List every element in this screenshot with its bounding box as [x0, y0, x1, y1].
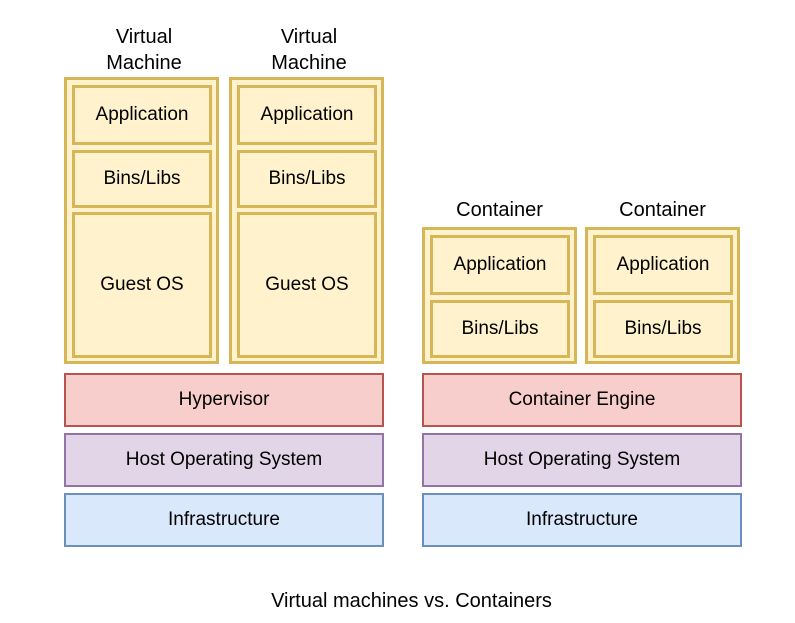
container-left-bins-libs: Bins/Libs: [430, 300, 570, 358]
vm-right-title: Virtual Machine: [229, 24, 389, 76]
vm-right-bins-libs: Bins/Libs: [237, 150, 377, 208]
vm-left-bins-libs: Bins/Libs: [72, 150, 212, 208]
vm-left-guest-os: Guest OS: [72, 212, 212, 358]
vm-left-title-line2: Machine: [106, 52, 182, 74]
vm-infrastructure: Infrastructure: [64, 493, 384, 547]
vm-left-application: Application: [72, 85, 212, 145]
vm-left-title-line1: Virtual: [115, 26, 173, 48]
container-infrastructure: Infrastructure: [422, 493, 742, 547]
vm-left-title: Virtual Machine: [64, 24, 224, 76]
container-left-title: Container: [456, 199, 543, 221]
container-right-title: Container: [619, 199, 706, 221]
container-engine: Container Engine: [422, 373, 742, 427]
hypervisor: Hypervisor: [64, 373, 384, 427]
container-right-application: Application: [593, 235, 733, 295]
vm-right-title-line2: Machine: [271, 52, 347, 74]
container-right-bins-libs: Bins/Libs: [593, 300, 733, 358]
container-left-application: Application: [430, 235, 570, 295]
diagram-caption: Virtual machines vs. Containers: [271, 590, 552, 612]
container-host-operating-system: Host Operating System: [422, 433, 742, 487]
vm-host-operating-system: Host Operating System: [64, 433, 384, 487]
vm-right-application: Application: [237, 85, 377, 145]
vm-right-title-line1: Virtual: [280, 26, 338, 48]
vm-right-guest-os: Guest OS: [237, 212, 377, 358]
